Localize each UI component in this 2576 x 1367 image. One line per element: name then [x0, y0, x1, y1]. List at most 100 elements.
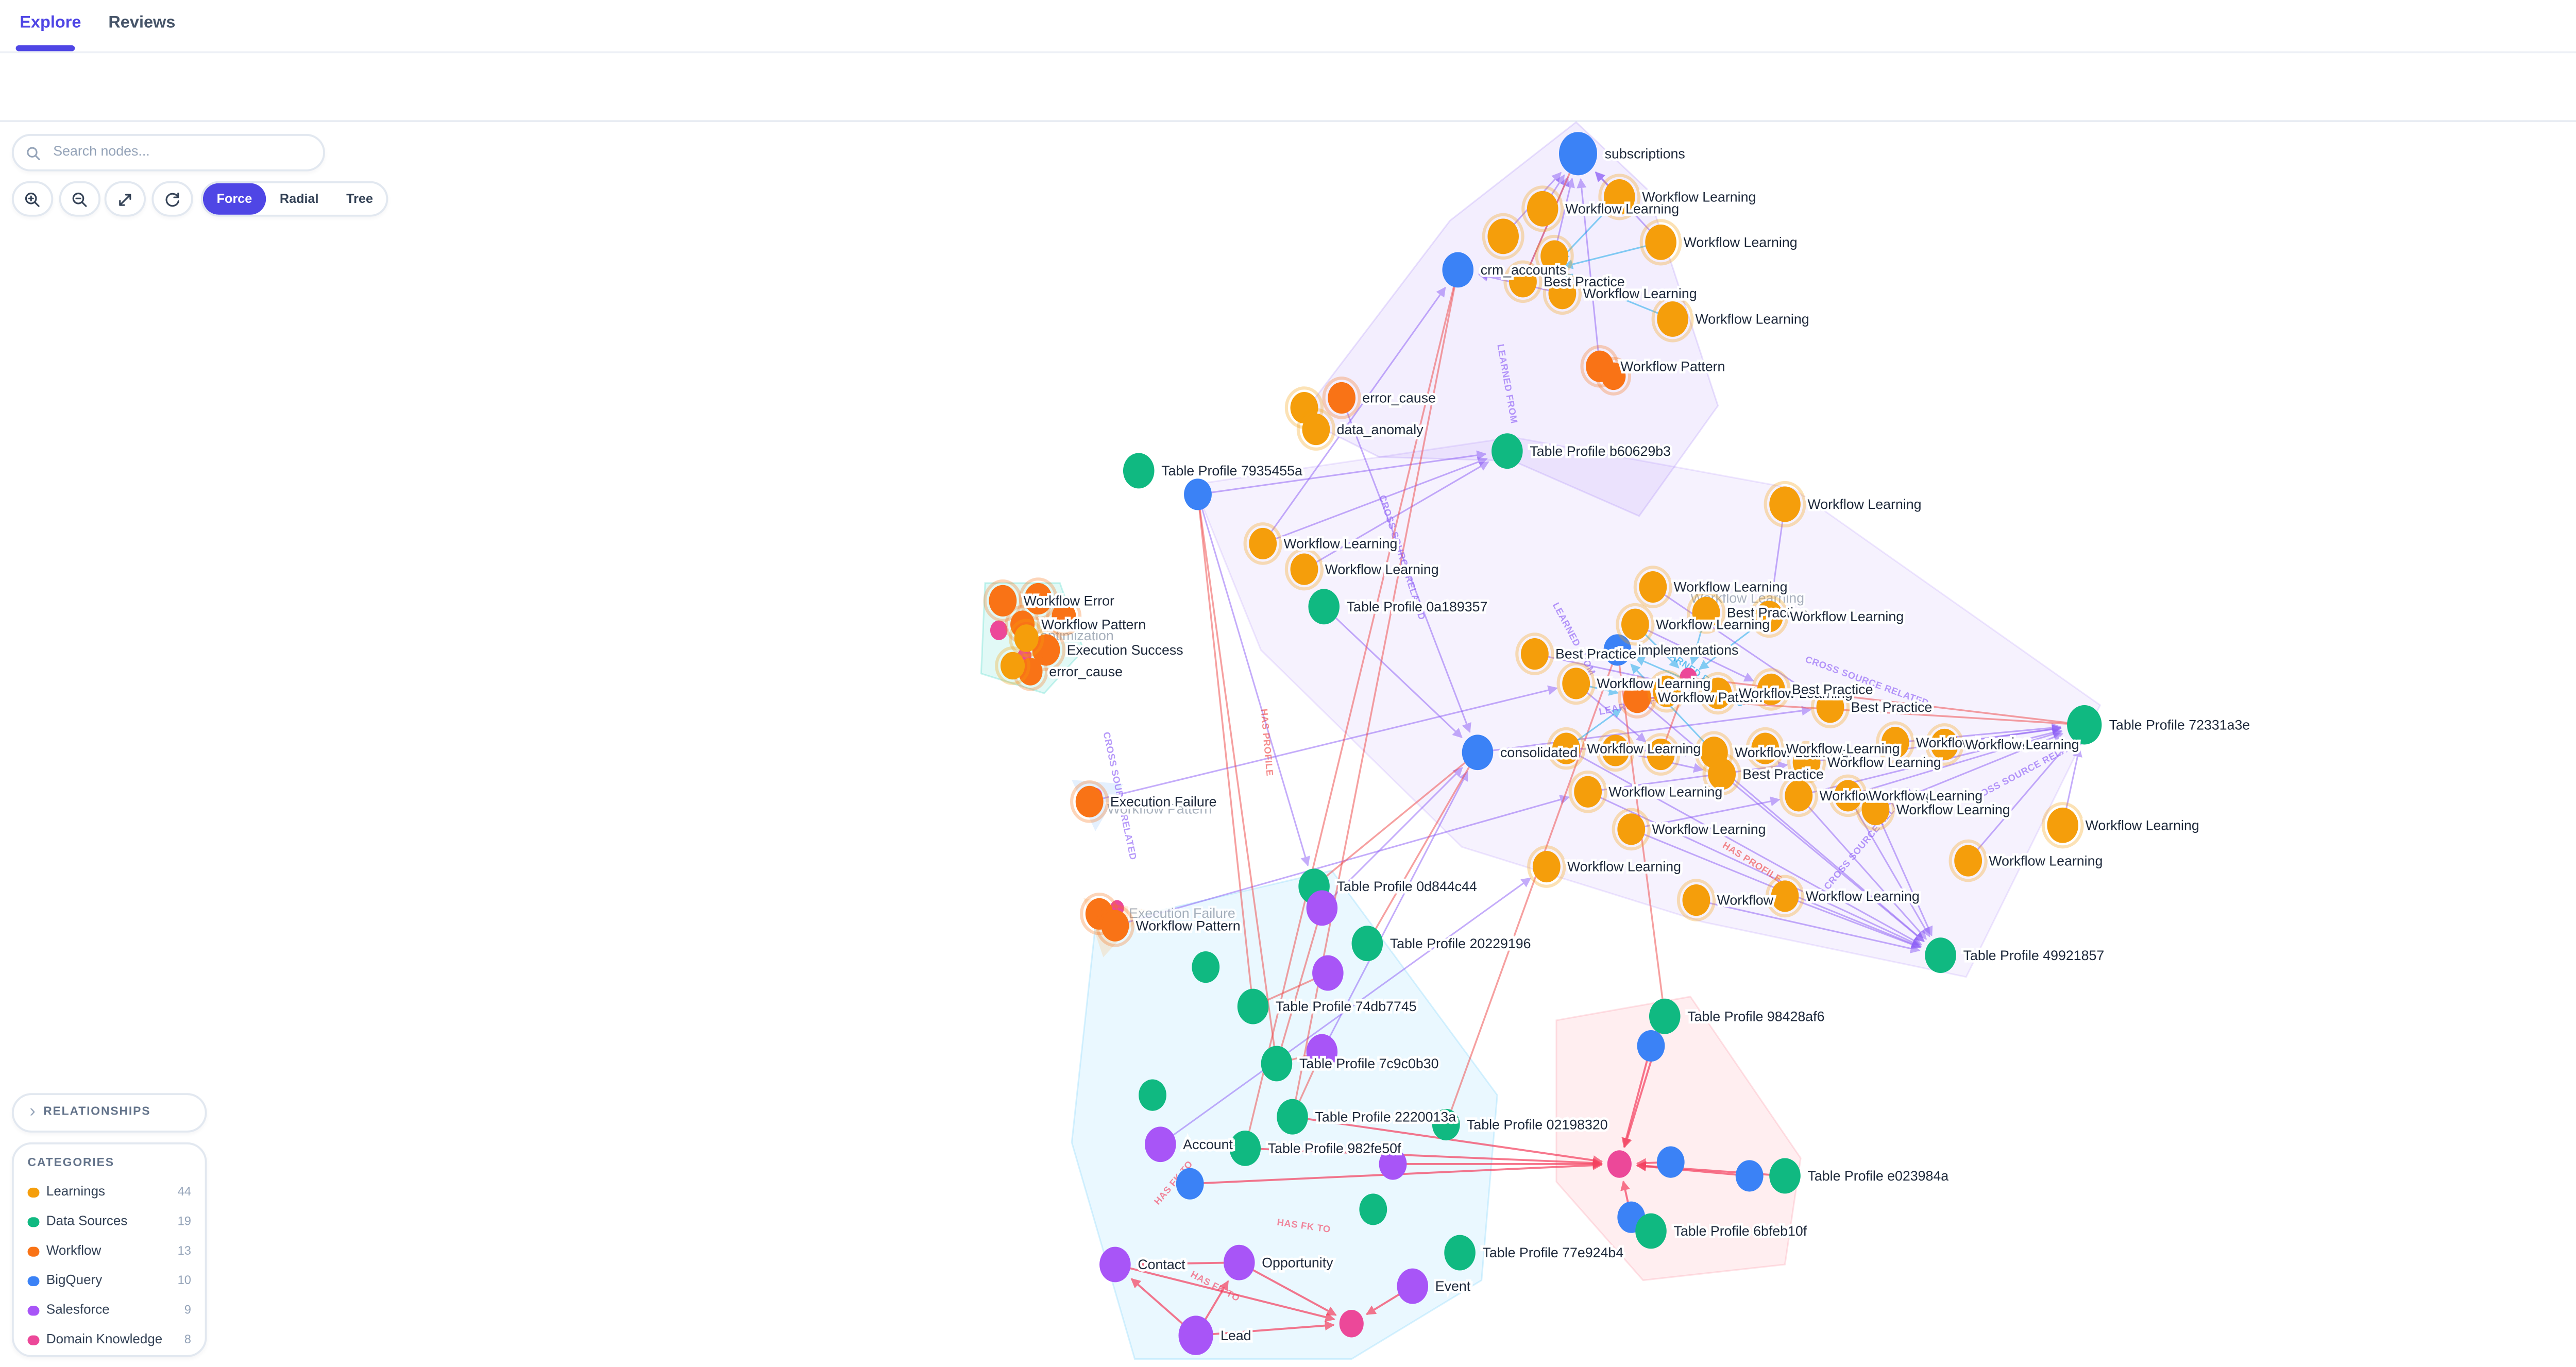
graph-node-workflow-learning[interactable]	[1616, 603, 1655, 646]
graph-node-table-profile-74db7745[interactable]	[1237, 988, 1269, 1024]
graph-node-consolidated[interactable]	[1462, 734, 1494, 771]
graph-node-account[interactable]	[1145, 1126, 1176, 1163]
graph-node-workflow-learning[interactable]	[1745, 727, 1785, 770]
graph-node-table-profile-982fe50f[interactable]	[1229, 1130, 1261, 1166]
graph-node-best-practice[interactable]	[1752, 668, 1791, 711]
zoom-in-button[interactable]	[11, 181, 54, 217]
graph-node-a3[interactable]	[1482, 213, 1524, 260]
graph-node-workflow-learning[interactable]	[1651, 296, 1694, 343]
graph-node-best-practice[interactable]	[1515, 633, 1554, 675]
graph-node-table-profile-77e924b4[interactable]	[1444, 1235, 1476, 1271]
graph-node-g19[interactable]	[1192, 951, 1220, 983]
graph-node-workflow-learning[interactable]	[1633, 566, 1672, 608]
graph-node-contact[interactable]	[1099, 1246, 1131, 1283]
relationships-panel[interactable]: › RELATIONSHIPS	[11, 1093, 207, 1133]
graph-node-workflow-learning[interactable]	[1543, 272, 1582, 315]
graph-node-workflow-error[interactable]	[983, 579, 1023, 622]
graph-node-best-practice[interactable]	[1702, 753, 1741, 796]
graph-node-a29[interactable]	[1596, 729, 1635, 772]
graph-node-crm-accounts[interactable]	[1442, 252, 1474, 288]
graph-node-workflow-learning[interactable]	[1284, 548, 1324, 591]
graph-node-k7[interactable]	[1339, 1309, 1364, 1338]
layout-tree-button[interactable]: Tree	[346, 192, 374, 206]
graph-node-a4[interactable]	[1535, 234, 1574, 278]
graph-node-p8[interactable]	[1306, 1034, 1338, 1070]
graph-node-table-profile-b60629b3[interactable]	[1492, 433, 1523, 469]
graph-node-b8[interactable]	[1656, 1146, 1685, 1178]
zoom-out-button[interactable]	[58, 181, 100, 217]
graph-node-w2[interactable]	[1596, 356, 1632, 396]
graph-node-workflow-learning[interactable]	[1527, 845, 1566, 888]
graph-node-workflow-learning[interactable]	[1765, 875, 1805, 918]
graph-node-k3[interactable]	[990, 620, 1008, 640]
graph-node-workflow-learning[interactable]	[1521, 185, 1564, 232]
tab-reviews[interactable]: Reviews	[108, 11, 176, 32]
graph-node-k2[interactable]	[1680, 668, 1697, 688]
graph-node-a15[interactable]	[995, 646, 1030, 685]
graph-node-table-profile-72331a3e[interactable]	[2067, 705, 2102, 745]
graph-node-table-profile-02198320[interactable]	[1432, 1108, 1460, 1141]
graph-node-best-practice[interactable]	[1503, 260, 1543, 303]
graph-node-opportunity[interactable]	[1223, 1244, 1255, 1280]
layout-radial-button[interactable]: Radial	[279, 192, 319, 206]
graph-node-w12[interactable]	[1046, 597, 1082, 636]
graph-node-data-anomaly[interactable]	[1296, 408, 1336, 451]
graph-node-workflow-learning[interactable]	[1779, 774, 1818, 817]
graph-node-workflow[interactable]	[1676, 879, 1716, 921]
graph-node-table-profile-6bfeb10f[interactable]	[1635, 1213, 1667, 1249]
graph-node-workflow-learning[interactable]	[1612, 808, 1651, 851]
graph-node-table-profile-e023984a[interactable]	[1769, 1158, 1801, 1194]
graph-node-subscriptions[interactable]	[1558, 132, 1598, 176]
graph-node-workflow-learning[interactable]	[2041, 802, 2084, 849]
refresh-layout-button[interactable]	[150, 181, 192, 217]
fit-view-button[interactable]	[104, 181, 146, 217]
graph-node-table-profile-49921857[interactable]	[1925, 937, 1956, 973]
graph-node-table-profile-98428af6[interactable]	[1649, 998, 1681, 1034]
graph-node-implementations[interactable]	[1603, 634, 1632, 666]
graph-node-a22[interactable]	[1647, 670, 1686, 713]
graph-node-table-profile-2220013a[interactable]	[1277, 1099, 1308, 1135]
graph-node-a14[interactable]	[1009, 619, 1044, 658]
search-input[interactable]	[49, 144, 312, 162]
graph-node-workflow-learning[interactable]	[1243, 522, 1282, 565]
graph-node-execution-failure[interactable]	[1070, 780, 1109, 823]
graph-node-workflow-learning[interactable]	[1876, 721, 1915, 764]
graph-node-table-profile-7935455a[interactable]	[1123, 453, 1155, 489]
graph-node-p9[interactable]	[1379, 1148, 1407, 1180]
graph-node-workflow-learning[interactable]	[1639, 219, 1682, 266]
graph-node-w5[interactable]	[1019, 577, 1058, 620]
graph-node-k6[interactable]	[1607, 1150, 1632, 1178]
graph-node-g17[interactable]	[1139, 1079, 1166, 1111]
graph-node-event[interactable]	[1397, 1268, 1429, 1304]
graph-node-lead[interactable]	[1178, 1315, 1213, 1355]
graph-node-a30[interactable]	[1641, 733, 1681, 776]
graph-node-error-cause[interactable]	[1322, 377, 1361, 419]
graph-node-b6[interactable]	[1176, 1168, 1204, 1200]
graph-node-table-profile-20229196[interactable]	[1351, 926, 1383, 962]
graph-canvas[interactable]	[0, 120, 2576, 1367]
graph-node-table-profile-7c9c0b30[interactable]	[1261, 1046, 1293, 1082]
graph-node-workflow-learning[interactable]	[1925, 723, 1964, 766]
graph-node-b3[interactable]	[1184, 479, 1212, 510]
graph-node-workflow-learning[interactable]	[1828, 774, 1868, 817]
graph-node-workflow-pattern[interactable]	[1095, 904, 1135, 947]
graph-node-g18[interactable]	[1359, 1193, 1387, 1225]
graph-node-b7[interactable]	[1637, 1030, 1665, 1062]
graph-node-workflow-learning[interactable]	[1764, 481, 1806, 528]
layout-force-button[interactable]: Force	[202, 183, 266, 215]
graph-node-best-practice[interactable]	[1810, 686, 1850, 729]
graph-node-workflow-learning[interactable]	[1856, 788, 1895, 831]
graph-node-workflow-learning[interactable]	[1948, 839, 1988, 882]
graph-node-p6[interactable]	[1306, 890, 1338, 926]
graph-node-workflow-learning[interactable]	[1698, 672, 1738, 715]
graph-node-workflow-learning[interactable]	[1598, 174, 1641, 220]
graph-node-b9[interactable]	[1735, 1160, 1764, 1192]
graph-node-p7[interactable]	[1312, 955, 1344, 991]
graph-node-workflow-learning[interactable]	[1556, 662, 1596, 705]
